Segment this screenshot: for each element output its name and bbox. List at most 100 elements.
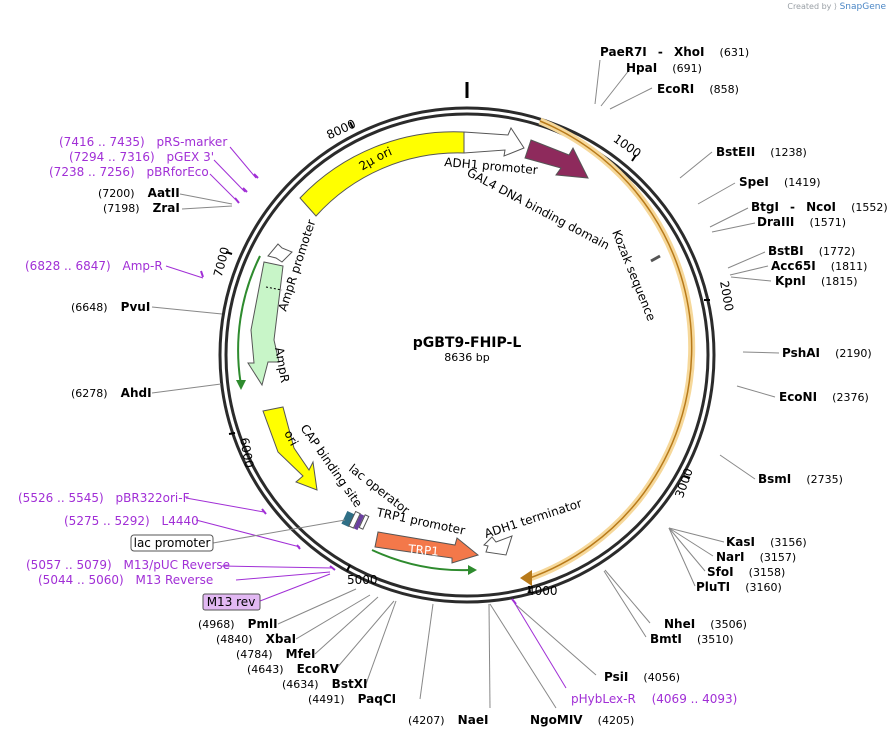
feature-2u-ori bbox=[299, 131, 465, 217]
tick-label-6000: 6000 bbox=[237, 437, 256, 470]
site-hpai-name: HpaI bbox=[626, 61, 657, 75]
primer-pgex3-range: (7294 .. 7316) bbox=[69, 150, 155, 164]
site-pluti-name: PluTI bbox=[696, 580, 730, 594]
plasmid-name: pGBT9-FHIP-L bbox=[413, 335, 522, 351]
leader-pluti bbox=[668, 527, 696, 587]
site-kpni: KpnI (1815) bbox=[775, 270, 858, 289]
primer-m13-reverse-range: (5044 .. 5060) bbox=[38, 573, 124, 587]
site-paer7i-name: PaeR7I bbox=[600, 45, 647, 59]
feature-gal4-dbd-label: GAL4 DNA binding domain bbox=[465, 165, 612, 252]
site-nhei-pos: (3506) bbox=[710, 618, 747, 631]
tick-8000 bbox=[349, 121, 354, 129]
leader-sfoi bbox=[668, 527, 706, 572]
leader-paqci bbox=[419, 603, 434, 700]
primer-mark-prs-marker bbox=[253, 173, 259, 179]
site-pvui-name: PvuI bbox=[121, 300, 151, 314]
site-kpni-pos: (1815) bbox=[821, 275, 858, 288]
feature-adh1-terminator bbox=[483, 535, 513, 556]
site-naei-pos: (4207) bbox=[408, 714, 445, 727]
tick-label-5000: 5000 bbox=[347, 573, 378, 587]
primer-l4440: (5275 .. 5292) L4440 bbox=[64, 514, 199, 528]
site-ecorv-name: EcoRV bbox=[297, 662, 340, 676]
lac-promoter-label: lac promoter bbox=[134, 536, 211, 550]
feature-lac-promoter-box bbox=[348, 510, 361, 529]
leader-pbr322ori-f bbox=[185, 497, 265, 513]
leader-phyblex-r bbox=[513, 601, 567, 689]
site-ncoi-name: NcoI bbox=[806, 200, 836, 214]
site-separator: - bbox=[658, 45, 663, 59]
tick-4000 bbox=[528, 585, 531, 593]
site-bstxi: (4634) BstXI bbox=[282, 673, 367, 692]
primer-l4440-range: (5275 .. 5292) bbox=[64, 514, 150, 528]
feature-kozak-mark bbox=[650, 254, 661, 263]
leader-xbai bbox=[295, 594, 371, 640]
leader-bsmi bbox=[719, 454, 756, 480]
site-ecori-pos: (858) bbox=[709, 83, 739, 96]
site-hpai-pos: (691) bbox=[672, 62, 702, 75]
leader-ecori bbox=[609, 87, 653, 110]
primer-amp-r: (6828 .. 6847) Amp-R bbox=[25, 259, 163, 273]
site-kasi-name: KasI bbox=[726, 535, 755, 549]
site-psii: PsiI (4056) bbox=[604, 666, 680, 685]
snapgene-logo-icon: ⟩ bbox=[833, 2, 838, 11]
site-bstbi-pos: (1772) bbox=[819, 245, 856, 258]
site-aatii: (7200) AatII bbox=[98, 182, 180, 201]
leader-l4440 bbox=[195, 519, 301, 548]
right-site-leaders bbox=[514, 59, 780, 676]
primer-m13-reverse-name: M13 Reverse bbox=[136, 573, 214, 587]
leader-m13puc-reverse bbox=[221, 565, 334, 569]
site-xbai-name: XbaI bbox=[266, 632, 296, 646]
site-zrai-pos: (7198) bbox=[103, 202, 140, 215]
site-sfoi: SfoI (3158) bbox=[707, 561, 785, 580]
site-bstxi-name: BstXI bbox=[332, 677, 368, 691]
primer-amp-r-name: Amp-R bbox=[123, 259, 163, 273]
site-zrai-name: ZraI bbox=[153, 201, 180, 215]
feature-ori-label: ori bbox=[281, 428, 301, 448]
site-psii-pos: (4056) bbox=[643, 671, 680, 684]
site-nari-name: NarI bbox=[716, 550, 745, 564]
primer-mark-pgex3 bbox=[242, 187, 248, 193]
site-mfei: (4784) MfeI bbox=[236, 643, 315, 662]
primer-marks bbox=[200, 173, 517, 605]
site-ngomiv-name: NgoMIV bbox=[530, 713, 583, 727]
site-bstxi-pos: (4634) bbox=[282, 678, 319, 691]
site-ecorv: (4643) EcoRV bbox=[247, 658, 339, 677]
site-spei-name: SpeI bbox=[739, 175, 769, 189]
leader-kpni bbox=[730, 276, 772, 282]
site-spei: SpeI (1419) bbox=[739, 171, 821, 190]
trp1-green-arrowhead bbox=[468, 565, 477, 575]
site-aatii-name: AatII bbox=[148, 186, 180, 200]
watermark-prefix: Created by bbox=[787, 2, 832, 11]
primer-phyblex-r-range: (4069 .. 4093) bbox=[652, 692, 738, 706]
primer-pbr322ori-f-range: (5526 .. 5545) bbox=[18, 491, 104, 505]
feature-ampr-label: AmpR bbox=[272, 346, 292, 384]
tick-3000 bbox=[683, 475, 691, 479]
site-pshai: PshAI (2190) bbox=[782, 342, 872, 361]
site-nhei-name: NheI bbox=[664, 617, 695, 631]
site-paer7i-pos: (631) bbox=[720, 46, 750, 59]
m13-rev-label: M13 rev bbox=[207, 595, 256, 609]
tick-label-8000: 8000 bbox=[324, 117, 358, 143]
leader-prs-marker bbox=[229, 146, 257, 179]
tick-1000 bbox=[631, 154, 637, 162]
orf-arc bbox=[526, 120, 693, 580]
site-mfei-pos: (4784) bbox=[236, 648, 273, 661]
orf-arc-arrowhead bbox=[520, 570, 532, 586]
site-pshai-pos: (2190) bbox=[835, 347, 872, 360]
site-bsteii: BstEII (1238) bbox=[716, 141, 807, 160]
watermark-brand: SnapGene bbox=[839, 2, 886, 12]
site-kpni-name: KpnI bbox=[775, 274, 806, 288]
leader-amp-r bbox=[165, 265, 204, 279]
site-acc65i-pos: (1811) bbox=[831, 260, 868, 273]
tick-label-3000: 3000 bbox=[672, 466, 696, 499]
site-naei-name: NaeI bbox=[458, 713, 489, 727]
site-econi-name: EcoNI bbox=[779, 390, 817, 404]
feature-ori bbox=[262, 406, 318, 491]
site-bsteii-name: BstEII bbox=[716, 145, 755, 159]
primer-pbrforeco: (7238 .. 7256) pBRforEco bbox=[49, 165, 209, 179]
leader-pgex3 bbox=[213, 159, 246, 193]
feature-lac-operator-box bbox=[353, 513, 365, 531]
leader-psii bbox=[514, 603, 597, 676]
site-bsmi: BsmI (2735) bbox=[758, 468, 843, 487]
